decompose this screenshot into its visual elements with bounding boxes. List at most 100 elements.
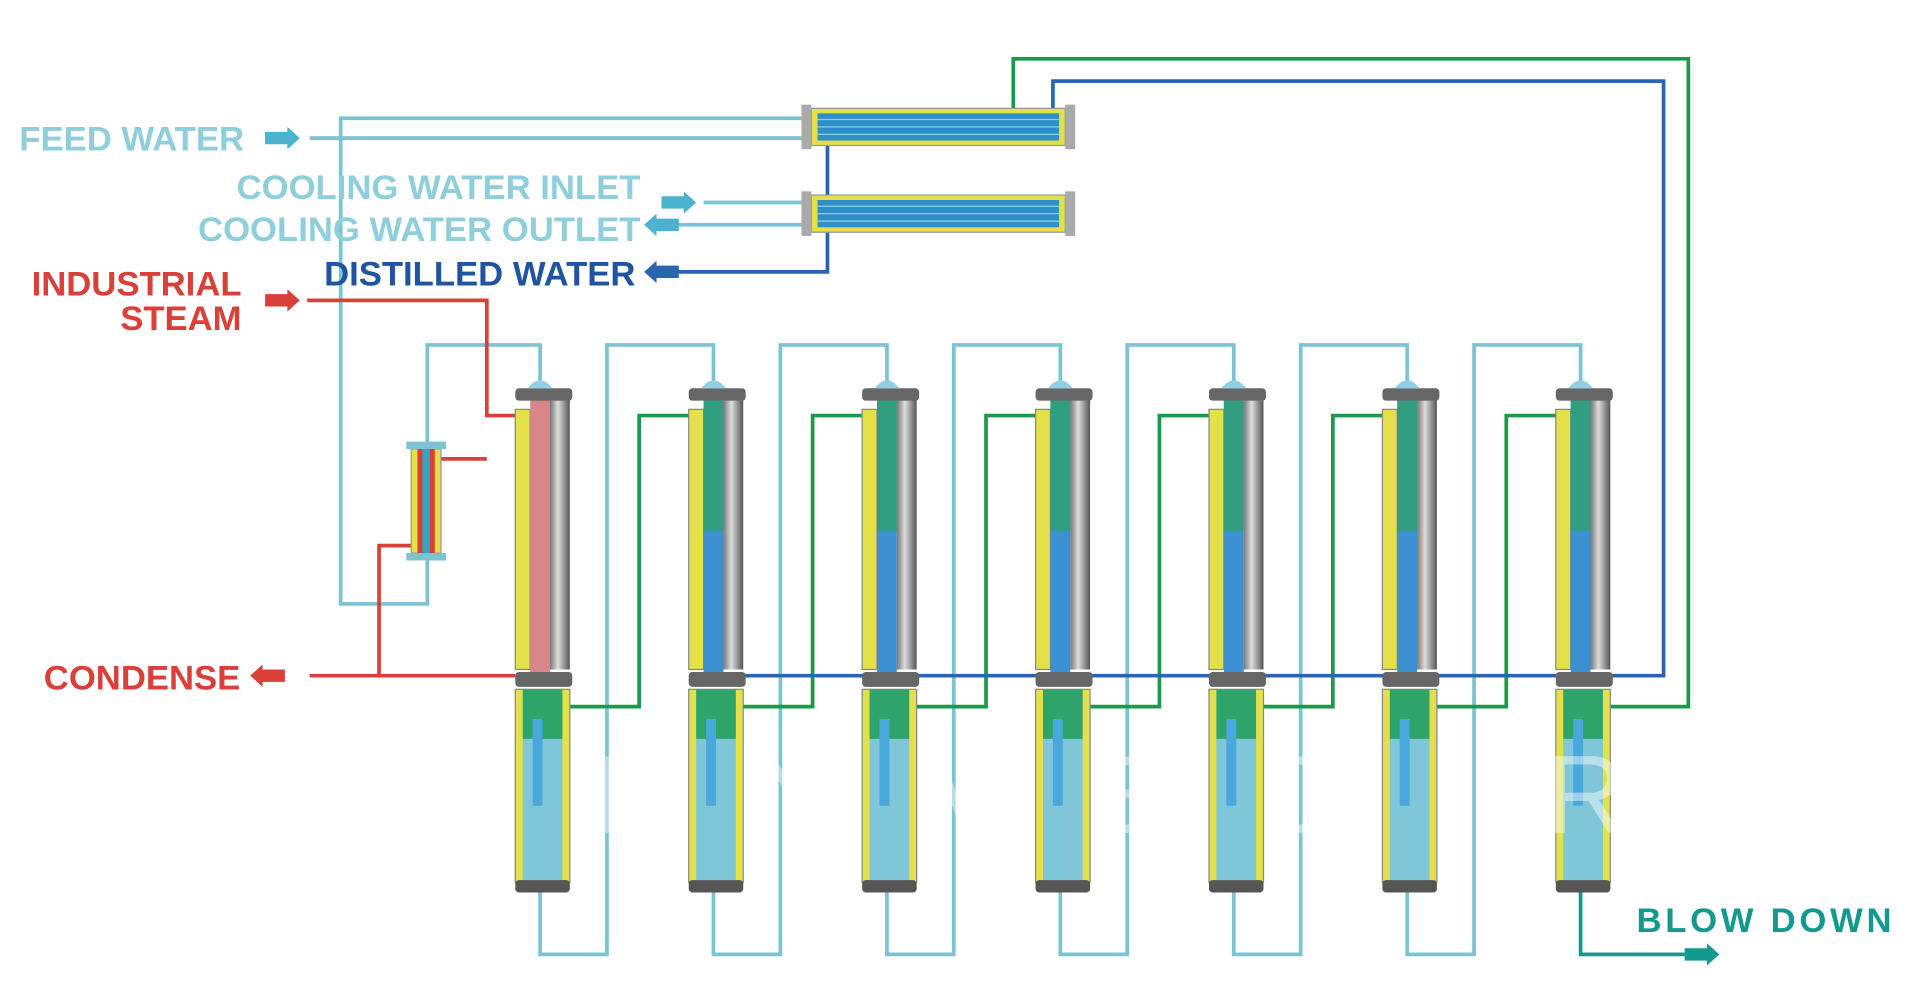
- cooling-water-inlet-label: COOLING WATER INLET: [237, 169, 641, 207]
- feed-water-label: FEED WATER: [19, 120, 244, 158]
- tube-bundle-vapor: [1397, 394, 1418, 531]
- steel-shell: [1243, 399, 1264, 670]
- top-flange: [688, 388, 746, 401]
- blow-down-pipe: [1578, 892, 1685, 957]
- tube-bundle: [530, 394, 550, 675]
- separator: [1573, 719, 1584, 806]
- feed-transfer-pipe: [538, 343, 716, 957]
- blow-down-arrow-icon: [1684, 943, 1720, 966]
- distilled-outlet-pipe: [675, 232, 830, 274]
- bottom-flange: [1555, 880, 1611, 893]
- mid-flange: [862, 671, 920, 687]
- top-flange: [515, 388, 573, 401]
- separator: [1226, 719, 1237, 806]
- top-flange: [1555, 388, 1613, 401]
- separator: [1399, 719, 1410, 806]
- feed-transfer-pipe: [1405, 343, 1583, 957]
- separator: [879, 719, 890, 806]
- mid-flange: [688, 671, 746, 687]
- tube-bundle-vapor: [1050, 394, 1071, 531]
- steel-shell: [896, 399, 917, 670]
- tube-bundle-vapor: [877, 394, 897, 531]
- effect-column-6: [1381, 380, 1440, 893]
- top-flange: [1382, 388, 1440, 401]
- condenser-1: [801, 104, 1076, 150]
- insulation-jacket: [1555, 408, 1572, 671]
- cooling-inlet-arrow-icon: [661, 191, 697, 214]
- blow-down-label: BLOW DOWN: [1636, 902, 1895, 940]
- top-cap: [1394, 380, 1420, 389]
- separator: [706, 719, 716, 806]
- insulation-jacket: [861, 408, 878, 671]
- vapor-space: [1563, 689, 1603, 739]
- preheater-to-effect1-pipe: [425, 343, 542, 442]
- top-cap: [701, 380, 726, 389]
- mid-flange: [1208, 671, 1266, 687]
- separator: [532, 719, 543, 806]
- steel-shell: [1590, 399, 1611, 670]
- preheater: [406, 441, 446, 561]
- final-vapor-pipe: [1011, 56, 1691, 709]
- mid-flange: [1555, 671, 1613, 687]
- insulation-jacket: [1034, 408, 1052, 671]
- top-cap: [1047, 380, 1073, 389]
- insulation-jacket: [1381, 408, 1398, 671]
- steel-shell: [1070, 399, 1091, 670]
- cooling-outlet-arrow-icon: [644, 213, 679, 236]
- top-cap: [1221, 380, 1247, 389]
- insulation-jacket: [688, 408, 705, 671]
- bottom-flange: [1208, 880, 1264, 893]
- vapor-transfer-pipe: [564, 413, 689, 709]
- top-flange: [1208, 388, 1266, 401]
- vapor-space: [1216, 689, 1257, 739]
- feed-water-arrow-icon: [265, 126, 300, 150]
- top-cap: [527, 380, 553, 389]
- separator: [1052, 719, 1063, 806]
- steel-shell: [723, 399, 744, 670]
- top-cap: [874, 380, 900, 389]
- condense-arrow-icon: [250, 664, 285, 687]
- effect-column-1: [514, 380, 573, 893]
- distilled-water-label: DISTILLED WATER: [324, 255, 635, 293]
- feed-transfer-pipe: [885, 343, 1063, 957]
- steam-inlet-pipe: [307, 298, 516, 418]
- mid-flange: [515, 671, 573, 687]
- vapor-transfer-pipe: [911, 413, 1036, 709]
- preheater-condensate-pipe: [377, 543, 412, 676]
- vapor-transfer-pipe: [1431, 413, 1556, 709]
- mid-flange: [1382, 671, 1440, 687]
- vapor-transfer-pipe: [738, 413, 863, 709]
- industrial-steam-label-line2: STEAM: [120, 300, 241, 338]
- effect-column-5: [1208, 380, 1266, 893]
- mid-flange: [1035, 671, 1093, 687]
- vapor-transfer-pipe: [1258, 413, 1383, 709]
- steel-shell: [1417, 399, 1437, 670]
- distillate-collection-pipe: [743, 79, 1666, 678]
- steel-shell: [549, 399, 570, 670]
- top-cap: [1568, 380, 1593, 389]
- effect-column-7: [1555, 380, 1613, 893]
- effect-column-3: [861, 380, 920, 893]
- tube-bundle-vapor: [1223, 394, 1244, 531]
- condenser-2: [801, 191, 1076, 236]
- bottom-flange: [1382, 880, 1437, 893]
- industrial-steam-label-line1: INDUSTRIAL: [32, 265, 242, 303]
- steam-arrow-icon: [265, 289, 300, 312]
- feed-to-preheater-pipe: [338, 116, 804, 606]
- bottom-flange: [688, 880, 744, 893]
- vapor-transfer-pipe: [1085, 413, 1209, 709]
- distilled-water-arrow-icon: [644, 260, 679, 284]
- feed-transfer-pipe: [1058, 343, 1236, 957]
- condense-label: CONDENSE: [44, 659, 241, 697]
- top-flange: [1035, 388, 1093, 401]
- effect-column-2: [688, 380, 746, 893]
- cooling-water-outlet-label: COOLING WATER OUTLET: [198, 211, 640, 249]
- insulation-jacket: [514, 408, 531, 671]
- bottom-flange: [515, 880, 570, 893]
- tube-bundle-vapor: [703, 394, 724, 531]
- feed-transfer-pipe: [711, 343, 889, 957]
- tube-bundle-vapor: [1570, 394, 1591, 531]
- effect-column-4: [1034, 380, 1093, 893]
- top-flange: [862, 388, 920, 401]
